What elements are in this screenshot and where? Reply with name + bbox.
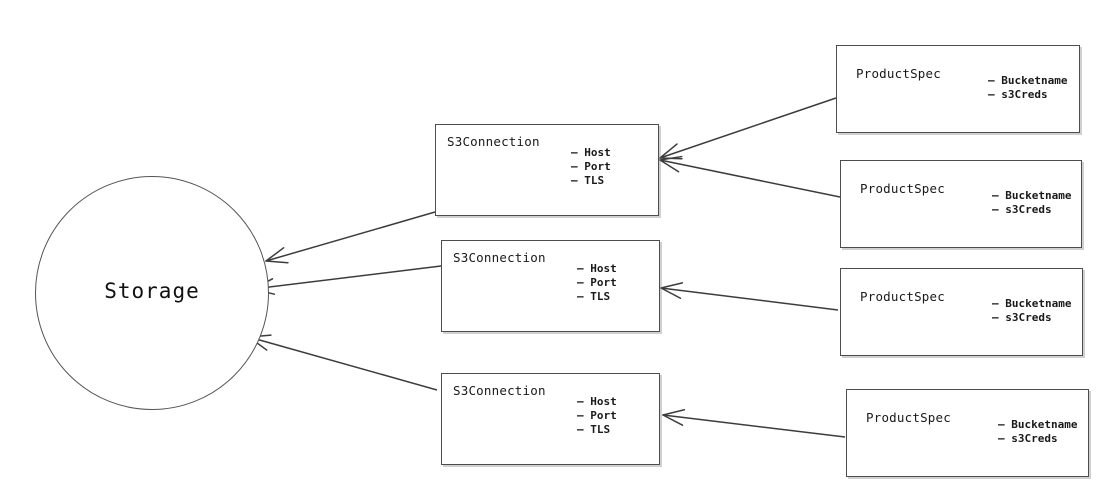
arrow-spec4-to-connection3 [662, 409, 846, 438]
attribute-item: – Bucketname [998, 418, 1078, 431]
attribute-item: – s3Creds [992, 203, 1052, 216]
arrow-connection1-to-storage [265, 211, 436, 264]
productspec-title-3: ProductSpec [860, 289, 945, 304]
s3connection-attributes-1: – Host– Port– TLS [571, 146, 611, 188]
attribute-item: – TLS [577, 290, 611, 303]
storage-label: Storage [104, 279, 200, 303]
attribute-item: – TLS [577, 423, 611, 436]
attribute-item: – Bucketname [992, 189, 1072, 202]
s3connection-node-3[interactable] [441, 373, 660, 465]
productspec-node-2[interactable] [840, 160, 1082, 248]
s3connection-node-2[interactable] [441, 240, 660, 332]
productspec-title-1: ProductSpec [856, 66, 941, 81]
arrow-spec2-to-connection1 [659, 155, 841, 198]
attribute-item: – Host [577, 262, 617, 275]
productspec-attributes-2: – Bucketname– s3Creds [992, 189, 1071, 217]
productspec-attributes-3: – Bucketname– s3Creds [992, 297, 1071, 325]
productspec-title-4: ProductSpec [866, 410, 951, 425]
productspec-node-1[interactable] [836, 45, 1080, 133]
s3connection-title-1: S3Connection [447, 134, 540, 149]
s3connection-title-3: S3Connection [453, 383, 546, 398]
attribute-item: – Port [577, 409, 617, 422]
storage-circle-node[interactable] [35, 176, 269, 410]
productspec-attributes-4: – Bucketname– s3Creds [998, 418, 1077, 446]
attribute-item: – Port [571, 160, 611, 173]
attribute-item: – Port [577, 276, 617, 289]
arrow-connection3-to-storage [248, 334, 438, 391]
s3connection-title-2: S3Connection [453, 250, 546, 265]
attribute-item: – s3Creds [988, 88, 1048, 101]
s3connection-node-1[interactable] [435, 124, 659, 216]
s3connection-attributes-2: – Host– Port– TLS [577, 262, 617, 304]
attribute-item: – s3Creds [998, 432, 1058, 445]
arrow-connection2-to-storage [252, 265, 442, 295]
attribute-item: – Bucketname [988, 74, 1068, 87]
productspec-attributes-1: – Bucketname– s3Creds [988, 74, 1067, 102]
productspec-node-3[interactable] [840, 268, 1083, 356]
productspec-node-4[interactable] [846, 389, 1089, 477]
s3connection-attributes-3: – Host– Port– TLS [577, 395, 617, 437]
attribute-item: – Host [577, 395, 617, 408]
attribute-item: – s3Creds [992, 311, 1052, 324]
arrow-spec3-to-connection2 [660, 282, 839, 311]
attribute-item: – Bucketname [992, 297, 1072, 310]
attribute-item: – TLS [571, 174, 605, 187]
arrow-spec1-to-connection1 [659, 97, 837, 160]
attribute-item: – Host [571, 146, 611, 159]
productspec-title-2: ProductSpec [860, 181, 945, 196]
